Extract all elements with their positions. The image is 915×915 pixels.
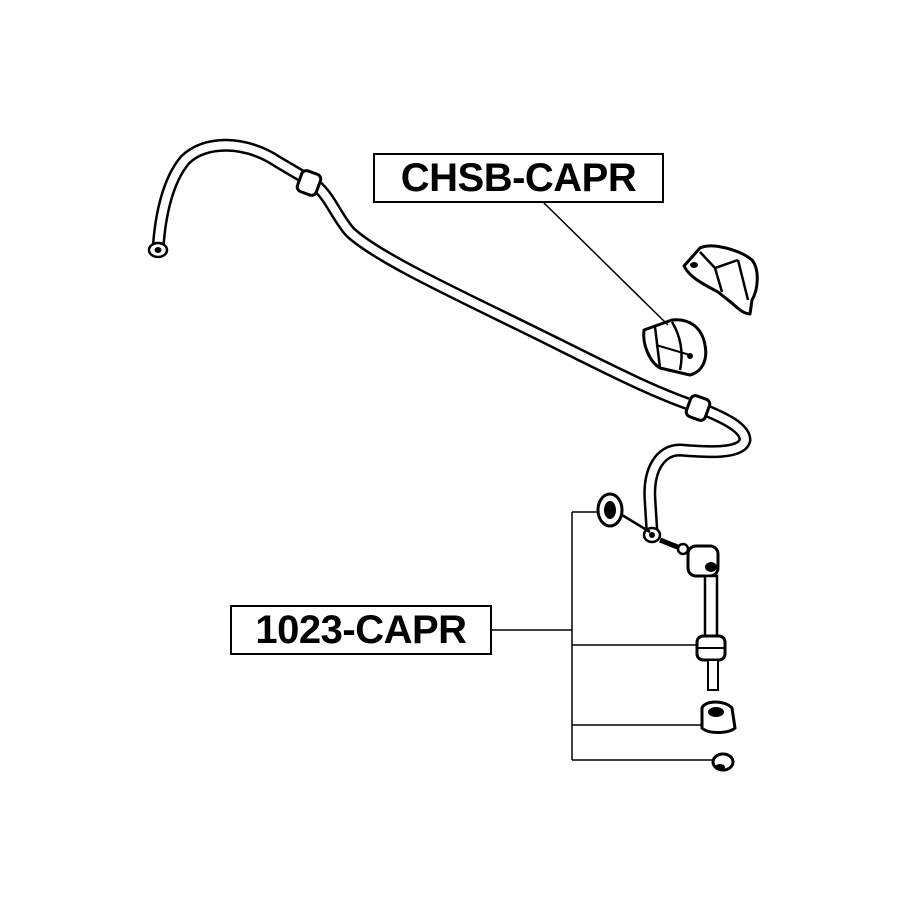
leader-line-chsb xyxy=(542,201,669,326)
stabilizer-bushing-part xyxy=(642,318,708,377)
link-rod xyxy=(703,574,719,638)
part-label-1023: 1023-CAPR xyxy=(230,605,492,655)
leader-lines-1023 xyxy=(492,511,713,761)
mounting-bracket xyxy=(682,244,759,316)
bar-bushing-right xyxy=(684,394,712,422)
stabilizer-link-part xyxy=(596,492,737,772)
stabilizer-bar xyxy=(147,138,752,544)
bar-bushing-left xyxy=(295,169,323,197)
part-label-chsb: CHSB-CAPR xyxy=(373,153,664,203)
